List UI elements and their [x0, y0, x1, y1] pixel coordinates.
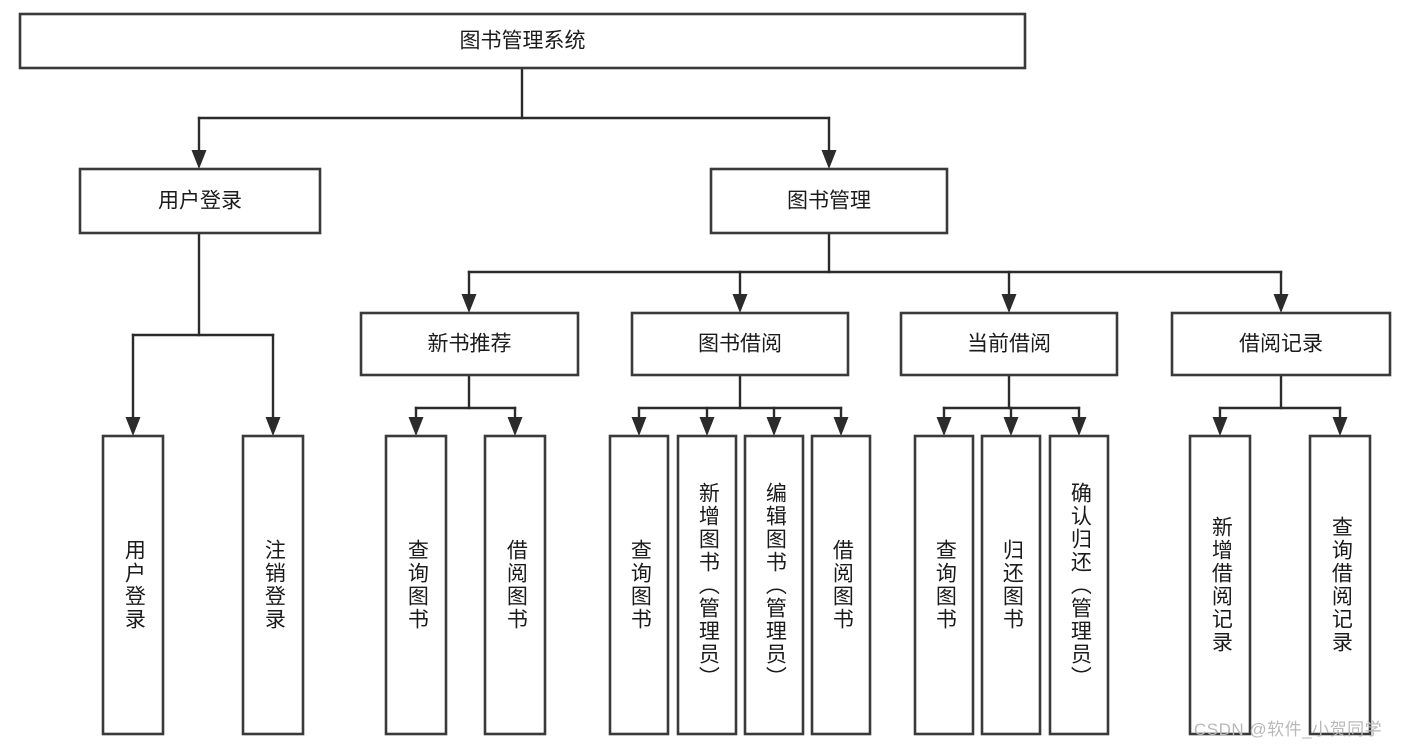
level2-box-1[interactable]: [709, 167, 949, 235]
level3-box-1[interactable]: [630, 311, 850, 377]
leaf-box-0[interactable]: [101, 434, 165, 736]
user-login-to-leaves-arrow-0: [125, 417, 141, 436]
leaf-box-2[interactable]: [384, 434, 448, 736]
level3-label-1: 图书借阅: [698, 333, 782, 356]
root-to-level2-arrow-0: [191, 150, 207, 169]
csdn-watermark: CSDN @软件_小贺同学: [1194, 720, 1383, 739]
level3-box-3[interactable]: [1170, 311, 1392, 377]
root-to-level2-arrow-1: [821, 150, 837, 169]
leaf-box-11[interactable]: [1188, 434, 1252, 736]
current-to-leaves-arrow-1: [1003, 417, 1019, 436]
leaf-box-7[interactable]: [810, 434, 872, 736]
leaf-box-12[interactable]: [1308, 434, 1372, 736]
level3-box-0[interactable]: [359, 311, 580, 377]
leaf-box-1[interactable]: [241, 434, 305, 736]
leaf-box-6[interactable]: [743, 434, 805, 736]
user-login-to-leaves-arrow-1: [265, 417, 281, 436]
level3-box-2[interactable]: [899, 311, 1119, 377]
borrow-to-leaves-arrow-2: [766, 417, 782, 436]
leaf-box-5[interactable]: [676, 434, 738, 736]
book-mgmt-to-level3-arrow-2: [1001, 294, 1017, 313]
book-mgmt-to-level3-arrow-3: [1273, 294, 1289, 313]
leaf-box-8[interactable]: [913, 434, 975, 736]
current-to-leaves-arrow-2: [1071, 417, 1087, 436]
borrow-to-leaves-arrow-3: [833, 417, 849, 436]
new-book-to-leaves-arrow-1: [507, 417, 523, 436]
level3-label-0: 新书推荐: [428, 333, 512, 356]
level3-label-2: 当前借阅: [967, 333, 1051, 356]
level2-label-0: 用户登录: [158, 190, 242, 213]
leaf-box-3[interactable]: [483, 434, 547, 736]
title-box-0[interactable]: [18, 12, 1027, 70]
borrow-to-leaves-arrow-1: [699, 417, 715, 436]
level3-label-3: 借阅记录: [1239, 333, 1323, 356]
book-mgmt-to-level3-arrow-1: [732, 294, 748, 313]
record-to-leaves-arrow-1: [1332, 417, 1348, 436]
title-label-0: 图书管理系统: [460, 30, 586, 53]
level2-box-0[interactable]: [78, 167, 322, 235]
new-book-to-leaves-arrow-0: [408, 417, 424, 436]
record-to-leaves-arrow-0: [1212, 417, 1228, 436]
level2-label-1: 图书管理: [787, 190, 871, 213]
connector-layer: [125, 66, 1348, 436]
leaf-box-4[interactable]: [608, 434, 670, 736]
leaf-box-9[interactable]: [980, 434, 1042, 736]
leaf-box-10[interactable]: [1048, 434, 1110, 736]
current-to-leaves-arrow-0: [936, 417, 952, 436]
borrow-to-leaves-arrow-0: [631, 417, 647, 436]
node-box-layer: [18, 12, 1392, 736]
book-mgmt-to-level3-arrow-0: [461, 294, 477, 313]
